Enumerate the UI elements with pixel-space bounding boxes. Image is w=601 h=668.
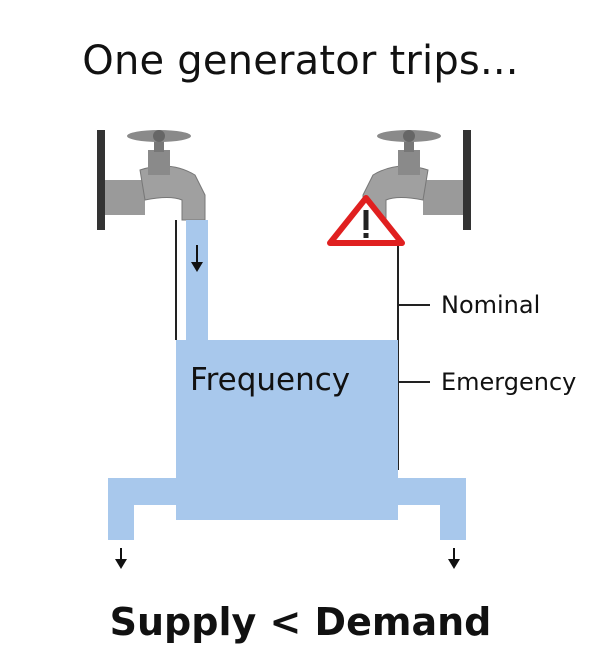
tank-water bbox=[176, 340, 398, 520]
diagram-title: One generator trips... bbox=[82, 38, 519, 84]
down-arrow-icon bbox=[115, 548, 127, 569]
tank-label: Frequency bbox=[190, 362, 351, 398]
down-arrow-icon bbox=[191, 245, 203, 272]
nominal-label: Nominal bbox=[441, 291, 541, 319]
left-outflow-pipe bbox=[108, 478, 176, 540]
left-faucet-icon bbox=[97, 130, 206, 230]
bottom-caption: Supply < Demand bbox=[109, 600, 492, 644]
right-faucet-icon bbox=[362, 130, 471, 230]
right-outflow-pipe bbox=[398, 478, 466, 540]
warning-triangle-icon bbox=[327, 195, 405, 246]
inflow-stream bbox=[186, 220, 208, 340]
down-arrow-icon bbox=[448, 548, 460, 569]
emergency-label: Emergency bbox=[441, 368, 577, 396]
